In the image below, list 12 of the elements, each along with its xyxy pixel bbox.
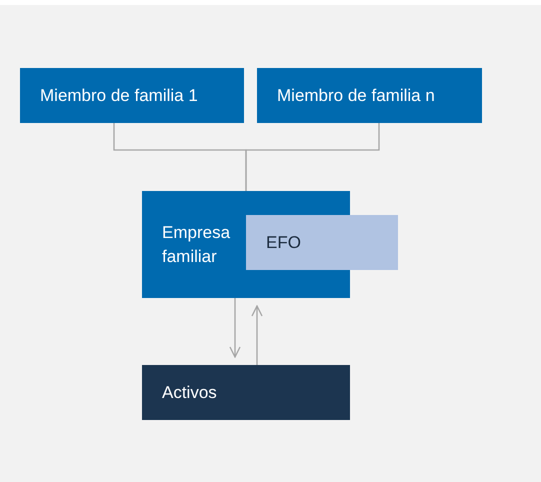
- node-label: Activos: [162, 382, 217, 404]
- efo-box: [246, 215, 398, 270]
- node-label: Empresa familiar: [162, 222, 232, 268]
- connector-line: [245, 123, 380, 191]
- node-label: Miembro de familia n: [277, 84, 435, 107]
- member-box: [257, 68, 482, 123]
- arrow: [229, 298, 241, 358]
- arrow: [251, 305, 263, 365]
- member-box: [20, 68, 244, 123]
- assets-box: [142, 365, 350, 420]
- node-label: EFO: [266, 232, 301, 254]
- node-label: Miembro de familia 1: [40, 84, 198, 107]
